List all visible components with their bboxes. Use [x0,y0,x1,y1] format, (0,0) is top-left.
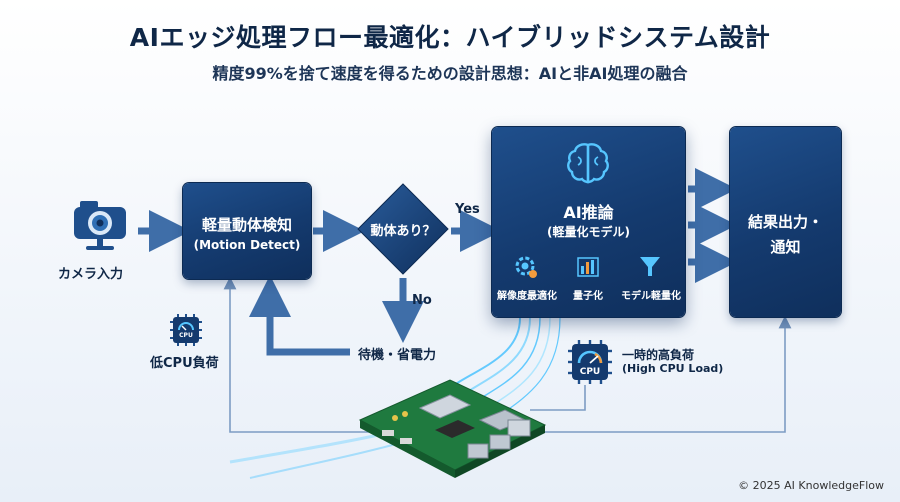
arrow-standby-to-motion [249,275,350,356]
output-box: 結果出力・ 通知 [730,127,841,317]
low-cpu-chip-text: CPU [179,332,193,339]
quantize-bars-icon [577,257,599,277]
camera-node [70,193,130,255]
ai-inference-box: AI推論 (軽量化モデル) 解像度最適化 量子化 モデル軽量化 [492,127,685,317]
arrows-ai-to-output [688,168,737,283]
copyright-text: © 2025 AI KnowledgeFlow [738,479,884,492]
camera-icon [74,201,126,250]
ai-inference-subtitle: (軽量化モデル) [547,225,630,239]
high-cpu-label-line2: (High CPU Load) [622,362,724,375]
standby-label: 待機・省電力 [358,348,437,363]
page-title: AIエッジ処理フロー最適化：ハイブリッドシステム設計 [129,23,771,52]
motion-detect-title: 軽量動体検知 [201,216,292,234]
line-highcpu-to-board [530,385,586,411]
high-cpu-chip-text: CPU [579,367,601,377]
feature-quantization-label: 量子化 [573,291,603,302]
page-subtitle: 精度99%を捨て速度を得るための設計思想：AIと非AI処理の融合 [212,64,688,83]
feature-model-compression-label: モデル軽量化 [621,291,681,302]
edge-board-illustration [358,379,547,478]
decision-diamond [357,183,449,275]
low-cpu-label: 低CPU負荷 [150,356,219,371]
output-title-line2: 通知 [770,238,801,256]
funnel-icon [640,257,660,276]
feature-resolution-label: 解像度最適化 [497,291,557,302]
decision-no-label: No [412,293,432,308]
decision-yes-label: Yes [455,202,480,217]
high-cpu-chip: CPU [567,339,613,385]
camera-label: カメラ入力 [58,267,124,282]
motion-detect-box: 軽量動体検知 (Motion Detect) [183,183,311,279]
data-stream-glow [229,317,561,479]
high-cpu-label-line1: 一時的高負荷 [622,348,695,362]
decision-label: 動体あり？ [370,224,436,239]
motion-detect-subtitle: (Motion Detect) [193,238,301,252]
cpu-gauge-icon [568,340,612,384]
gear-icon [515,256,537,278]
ai-inference-title: AI推論 [563,203,614,222]
cpu-chip-icon [170,314,202,346]
line-board-to-output [520,315,792,433]
brain-icon [567,143,609,184]
output-title-line1: 結果出力・ [747,213,823,231]
low-cpu-chip: CPU [169,313,203,347]
